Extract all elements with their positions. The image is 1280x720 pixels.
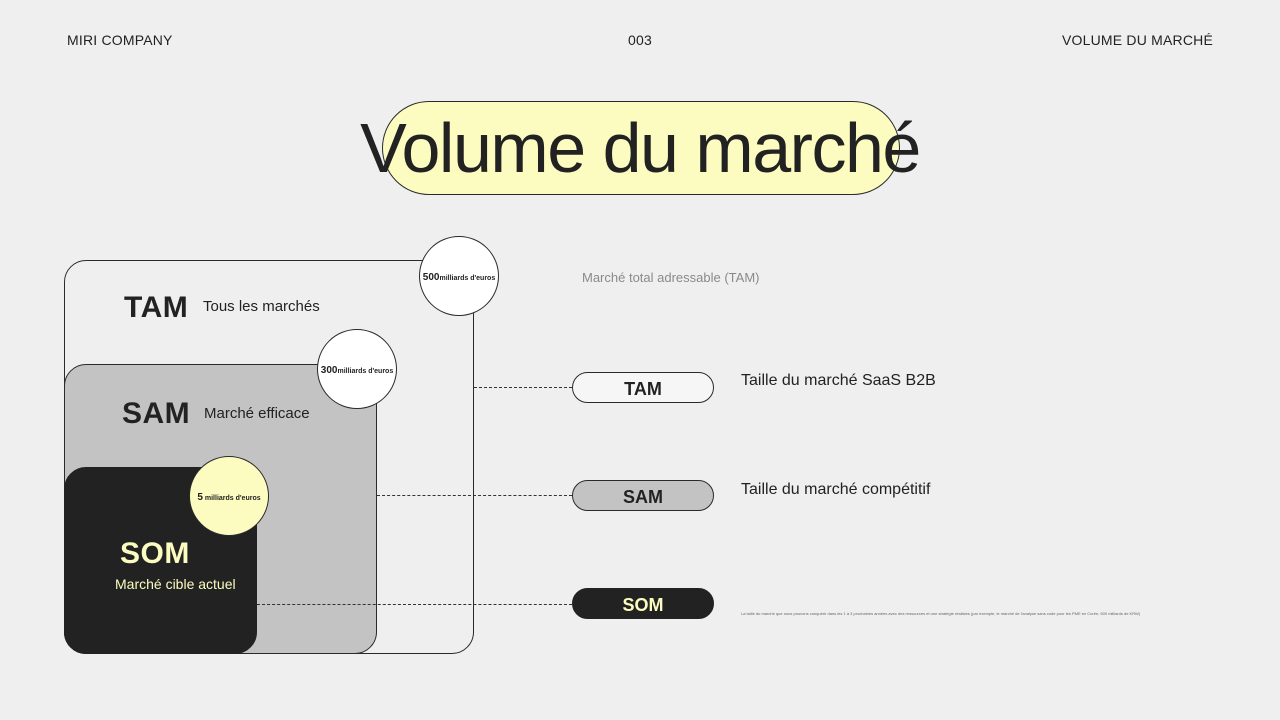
tam-value-unit: milliards d'euros xyxy=(439,275,496,282)
sam-pill: SAM xyxy=(572,480,714,511)
som-value-circle: 5 milliards d'euros xyxy=(189,456,269,536)
sam-description: Marché efficace xyxy=(204,405,310,422)
som-value-unit: milliards d'euros xyxy=(202,495,261,502)
page-number: 003 xyxy=(628,32,652,48)
som-description: Marché cible actuel xyxy=(115,576,236,592)
section-title: VOLUME DU MARCHÉ xyxy=(1062,32,1213,48)
som-legend-label: La taille du marché que nous pouvons con… xyxy=(741,611,1141,616)
som-pill: SOM xyxy=(572,588,714,619)
som-connector xyxy=(257,604,572,605)
som-abbr: SOM xyxy=(120,537,190,570)
sam-legend-label: Taille du marché compétitif xyxy=(741,481,931,498)
tam-value-number: 500 xyxy=(422,272,440,283)
tam-legend-label: Taille du marché SaaS B2B xyxy=(741,372,936,389)
sam-connector xyxy=(377,495,572,496)
page-title: Volume du marché xyxy=(360,109,921,187)
tam-abbr: TAM xyxy=(124,291,189,324)
sam-value-number: 300 xyxy=(320,365,338,376)
som-value-number: 5 xyxy=(197,492,203,503)
tam-connector xyxy=(474,387,572,388)
sam-abbr: SAM xyxy=(122,397,191,430)
tam-pill: TAM xyxy=(572,372,714,403)
tam-description: Tous les marchés xyxy=(203,298,320,315)
sam-value-circle: 300milliards d'euros xyxy=(317,329,397,409)
company-name: MIRI COMPANY xyxy=(67,32,173,48)
tam-value-circle: 500milliards d'euros xyxy=(419,236,499,316)
title-highlight-pill xyxy=(382,101,900,195)
sam-value-unit: milliards d'euros xyxy=(337,368,394,375)
tam-note: Marché total adressable (TAM) xyxy=(582,270,760,285)
